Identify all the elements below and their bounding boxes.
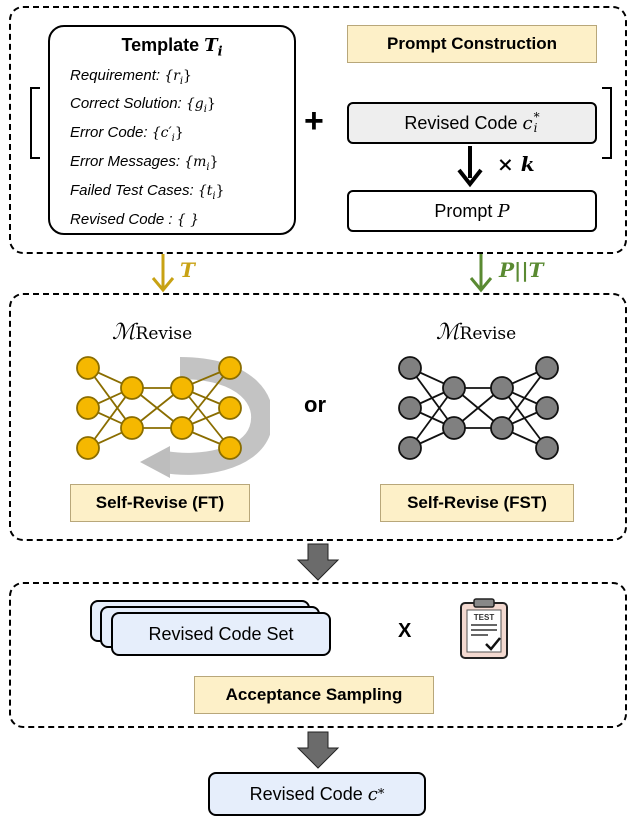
network-node bbox=[398, 356, 422, 380]
left-bracket bbox=[30, 87, 40, 159]
revised-code-output-box: Revised Code c* bbox=[208, 772, 426, 816]
network-edge bbox=[501, 367, 548, 429]
network-node bbox=[120, 376, 144, 400]
template-field: Correct Solution: {gi} bbox=[70, 92, 294, 121]
template-field: Error Code: {c′i} bbox=[70, 121, 294, 150]
self-revise-panel bbox=[9, 293, 627, 541]
network-node bbox=[398, 436, 422, 460]
template-field-var: { } bbox=[176, 211, 199, 228]
network-node bbox=[120, 416, 144, 440]
network-node bbox=[490, 416, 514, 440]
template-field: Revised Code : { } bbox=[70, 208, 294, 237]
network-ft-icon bbox=[76, 356, 270, 478]
model-right-label: ℳRevise bbox=[436, 320, 517, 345]
template-field-var: {ti} bbox=[197, 182, 225, 202]
network-node bbox=[442, 376, 466, 400]
times-k-label: × k bbox=[497, 152, 535, 176]
network-node bbox=[218, 396, 242, 420]
network-node bbox=[218, 356, 242, 380]
or-label: or bbox=[304, 392, 326, 417]
arrow-T-label: T bbox=[180, 258, 195, 282]
prompt-construction-label: Prompt Construction bbox=[347, 25, 597, 63]
network-edge bbox=[87, 387, 133, 449]
prompt-p-box: Prompt P bbox=[347, 190, 597, 232]
plus-sign: + bbox=[304, 102, 324, 140]
template-field: Requirement: {ri} bbox=[70, 64, 294, 93]
prompt-construction-panel bbox=[9, 6, 627, 254]
network-node bbox=[218, 436, 242, 460]
svg-text:TEST: TEST bbox=[474, 613, 495, 622]
template-field-label: Failed Test Cases: bbox=[70, 181, 194, 199]
network-node bbox=[76, 356, 100, 380]
acceptance-sampling-panel bbox=[9, 582, 627, 728]
network-edge bbox=[181, 367, 231, 429]
network-node bbox=[76, 396, 100, 420]
repeat-arrow bbox=[457, 146, 483, 188]
template-field-label: Correct Solution: bbox=[70, 95, 182, 113]
template-field: Failed Test Cases: {ti} bbox=[70, 179, 294, 208]
network-node bbox=[398, 396, 422, 420]
times-x-label: X bbox=[398, 620, 412, 642]
template-field-var: {gi} bbox=[185, 96, 216, 116]
template-fields: Requirement: {ri}Correct Solution: {gi}E… bbox=[70, 64, 294, 237]
acceptance-sampling-label: Acceptance Sampling bbox=[194, 676, 434, 714]
network-node bbox=[490, 376, 514, 400]
template-title: Template Ti bbox=[121, 35, 223, 60]
arrow-PT-label: P||T bbox=[499, 258, 544, 282]
network-node bbox=[535, 356, 559, 380]
arrow-PT bbox=[469, 254, 493, 293]
template-field-var: {mi} bbox=[184, 153, 219, 173]
network-node bbox=[76, 436, 100, 460]
template-box: Template Ti Requirement: {ri}Correct Sol… bbox=[48, 25, 296, 235]
revised-code-set-box: Revised Code Set bbox=[111, 612, 331, 656]
network-node bbox=[170, 376, 194, 400]
right-bracket bbox=[602, 87, 612, 159]
network-edge bbox=[409, 387, 455, 449]
network-node bbox=[535, 396, 559, 420]
template-field-var: {ri} bbox=[164, 67, 192, 87]
template-field-label: Revised Code : bbox=[70, 210, 173, 228]
test-clipboard-icon: TEST bbox=[460, 598, 508, 659]
template-field: Error Messages: {mi} bbox=[70, 150, 294, 179]
network-node bbox=[170, 416, 194, 440]
network-node bbox=[535, 436, 559, 460]
template-field-label: Error Code: bbox=[70, 124, 148, 142]
self-revise-ft-label: Self-Revise (FT) bbox=[70, 484, 250, 522]
network-node bbox=[442, 416, 466, 440]
cycle-arrow-icon bbox=[140, 357, 270, 478]
block-arrow-2 bbox=[296, 731, 340, 769]
template-field-var: {c′i} bbox=[151, 125, 184, 144]
arrow-T bbox=[151, 254, 175, 293]
template-field-label: Error Messages: bbox=[70, 152, 181, 170]
model-left-label: ℳRevise bbox=[112, 320, 193, 345]
network-fst-icon bbox=[398, 356, 559, 460]
self-revise-fst-label: Self-Revise (FST) bbox=[380, 484, 574, 522]
block-arrow-1 bbox=[296, 543, 340, 581]
template-field-label: Requirement: bbox=[70, 66, 161, 84]
revised-code-ci-box: Revised Code c*i bbox=[347, 102, 597, 144]
